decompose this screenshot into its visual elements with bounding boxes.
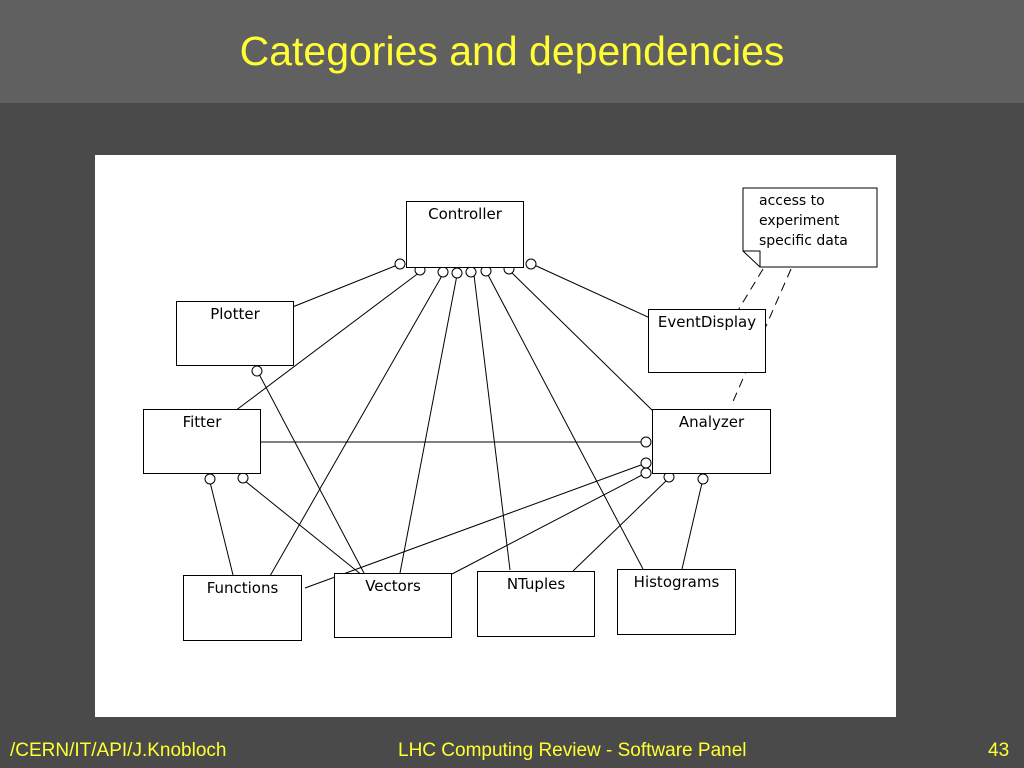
note-line: specific data <box>759 233 848 249</box>
line-fitter-functions <box>209 481 235 580</box>
line-controller-eventdisplay <box>531 263 651 319</box>
line-analyzer-histograms <box>681 482 703 570</box>
port-controller-1 <box>394 258 406 270</box>
note-text: access to experiment specific data <box>759 191 848 251</box>
box-analyzer: Analyzer <box>652 409 771 474</box>
port-controller-5 <box>465 266 477 278</box>
footer-page-number: 43 <box>988 740 1010 761</box>
line-analyzer-vectors <box>451 474 643 575</box>
box-fitter: Fitter <box>143 409 261 474</box>
line-controller-plotter <box>289 263 401 309</box>
port-analyzer-5 <box>697 473 709 485</box>
note-shape <box>742 187 878 268</box>
line-controller-analyzer <box>509 270 654 412</box>
slide-title: Categories and dependencies <box>239 28 785 74</box>
box-eventdisplay: EventDisplay <box>648 309 766 373</box>
line-plotter-vectors <box>258 373 366 576</box>
line-analyzer-ntuples <box>572 479 668 572</box>
note-line: experiment <box>759 213 840 229</box>
line-controller-functions <box>269 273 444 577</box>
port-controller-8 <box>525 258 537 270</box>
footer-author: /CERN/IT/API/J.Knobloch <box>10 740 227 761</box>
title-bar <box>0 0 1024 103</box>
line-controller-histograms <box>486 272 644 570</box>
port-analyzer-2 <box>640 457 652 469</box>
port-fitter-1 <box>204 473 216 485</box>
line-fitter-vectors <box>244 480 364 577</box>
box-histograms: Histograms <box>617 569 736 635</box>
line-controller-ntuples <box>473 274 511 571</box>
port-analyzer-3 <box>640 467 652 479</box>
line-analyzer-functions <box>304 464 642 589</box>
dependency-lines <box>204 187 878 589</box>
note-line: access to <box>759 193 825 209</box>
line-controller-vectors <box>399 274 458 574</box>
box-ntuples: NTuples <box>477 571 595 637</box>
box-functions: Functions <box>183 575 302 641</box>
port-plotter <box>251 365 263 377</box>
port-analyzer-1 <box>640 436 652 448</box>
box-vectors: Vectors <box>334 573 452 638</box>
port-controller-4 <box>451 267 463 279</box>
footer-event: LHC Computing Review - Software Panel <box>398 740 747 761</box>
dependency-diagram: Controller Plotter EventDisplay Fitter A… <box>95 155 896 717</box>
port-controller-3 <box>437 266 449 278</box>
box-controller: Controller <box>406 201 524 268</box>
box-plotter: Plotter <box>176 301 294 366</box>
port-fitter-2 <box>237 472 249 484</box>
note-connector-right <box>730 268 792 407</box>
note-fold <box>743 250 761 267</box>
